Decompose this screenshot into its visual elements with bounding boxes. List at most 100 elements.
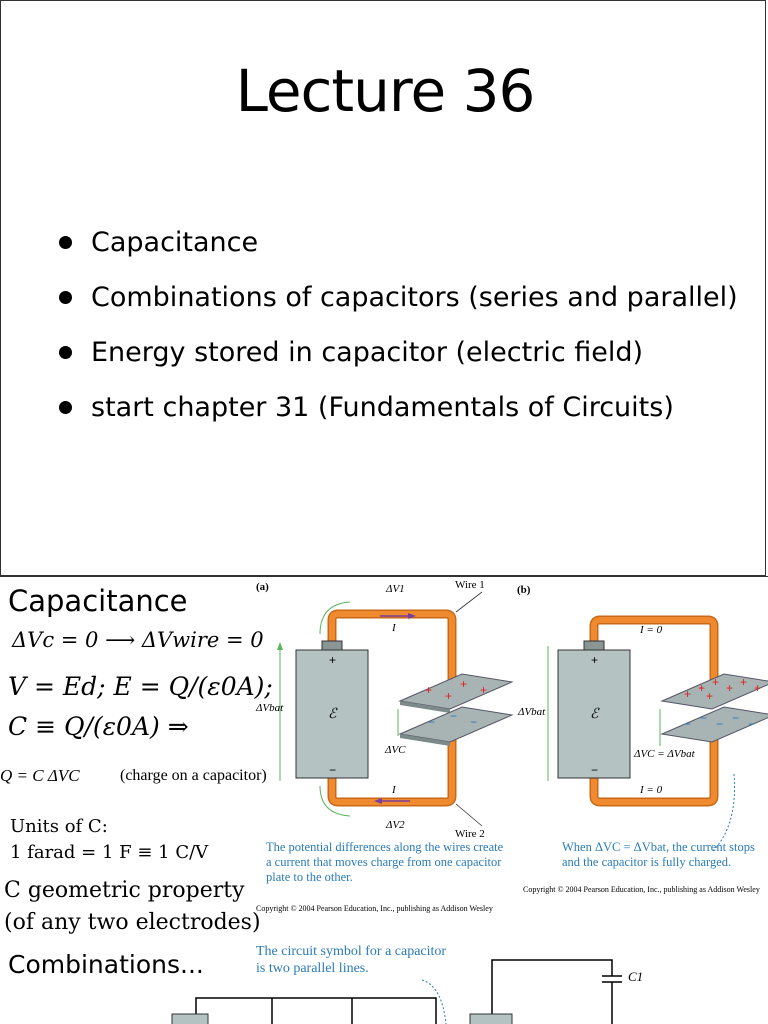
slide-divider bbox=[0, 576, 768, 577]
current-arrow-bottom-head bbox=[374, 798, 382, 804]
capacitor-c1-label: C1 bbox=[628, 969, 644, 984]
dv1-arc-left bbox=[319, 601, 351, 635]
svg-text:+: + bbox=[698, 681, 705, 695]
plate-bottom bbox=[660, 706, 768, 743]
battery-icon bbox=[469, 1013, 513, 1024]
dv2-arc-left bbox=[319, 785, 351, 817]
figure-a-wire2: Wire 2 bbox=[455, 828, 485, 840]
plate-bottom-edge bbox=[400, 734, 450, 746]
svg-text:−: − bbox=[428, 715, 435, 729]
figure-a-dv1: ΔV1 bbox=[386, 583, 405, 595]
plate-top bbox=[398, 673, 514, 710]
svg-text:−: − bbox=[470, 715, 477, 729]
equation-charge-note: (charge on a capacitor) bbox=[120, 767, 267, 784]
figure-a-dv2: ΔV2 bbox=[386, 819, 405, 831]
svg-text:−: − bbox=[716, 717, 723, 731]
units-label: Units of C: bbox=[10, 816, 108, 837]
bullet-text: Capacitance bbox=[91, 227, 259, 258]
svg-text:+: + bbox=[740, 675, 747, 689]
plate-bottom bbox=[398, 706, 514, 743]
slide-heading: Capacitance bbox=[8, 584, 188, 618]
circuit-symbol-caption: The circuit symbol for a capacitor is tw… bbox=[256, 944, 447, 976]
svg-text:−: − bbox=[450, 709, 457, 723]
current-arrow-top-head bbox=[408, 613, 416, 619]
figure-a-copyright: Copyright © 2004 Pearson Education, Inc.… bbox=[256, 904, 493, 913]
svg-text:−: − bbox=[684, 717, 691, 731]
units-value: 1 farad = 1 F ≡ 1 C/V bbox=[10, 842, 209, 863]
figure-a-emf: ℰ bbox=[328, 707, 337, 722]
svg-text:+: + bbox=[726, 681, 733, 695]
svg-text:+: + bbox=[706, 689, 713, 703]
figure-a-current-top: I bbox=[392, 622, 396, 634]
svg-text:+: + bbox=[425, 683, 432, 697]
figure-a-circuit: ++++ −−− + − bbox=[277, 591, 514, 827]
equation-zero-voltage: ΔVc = 0 ⟶ ΔVwire = 0 bbox=[12, 628, 264, 652]
bullet-item: Capacitance bbox=[57, 227, 738, 282]
equation-charge: Q = C ΔVC bbox=[0, 766, 80, 785]
bullet-text: Energy stored in capacitor (electric fie… bbox=[91, 337, 644, 368]
bullet-text: Combinations of capacitors (series and p… bbox=[91, 282, 738, 313]
battery-minus-icon: − bbox=[329, 763, 336, 777]
caption-pointer bbox=[421, 979, 447, 1024]
svg-text:+: + bbox=[684, 687, 691, 701]
svg-text:−: − bbox=[748, 717, 755, 731]
series-circuit-wire bbox=[491, 959, 613, 1024]
wire1-pointer bbox=[455, 591, 483, 613]
figure-a-dvbat: ΔVbat bbox=[256, 702, 284, 714]
svg-text:−: − bbox=[700, 711, 707, 725]
battery-icon bbox=[171, 1013, 209, 1024]
dvbat-arrow-head bbox=[277, 642, 283, 650]
plus-charges: ++++ bbox=[425, 677, 487, 703]
figure-b-current-bottom: I = 0 bbox=[640, 784, 663, 796]
minus-charges: −−−−− bbox=[684, 711, 755, 731]
svg-text:+: + bbox=[480, 683, 487, 697]
bullet-dot-icon bbox=[59, 236, 72, 249]
figure-a-label: (a) bbox=[256, 581, 269, 593]
figure-b-label: (b) bbox=[517, 584, 531, 596]
wire-bottom-inner bbox=[591, 728, 717, 805]
geometric-property-line1: C geometric property bbox=[4, 878, 245, 903]
plus-charges: +++++++ bbox=[684, 675, 761, 703]
figure-a-caption: The potential differences along the wire… bbox=[266, 840, 504, 884]
caption-pointer bbox=[711, 773, 735, 853]
bullet-item: Energy stored in capacitor (electric fie… bbox=[57, 337, 738, 392]
svg-text:+: + bbox=[460, 677, 467, 691]
figure-b-current-top: I = 0 bbox=[640, 624, 663, 636]
bullet-dot-icon bbox=[59, 346, 72, 359]
wire-top-inner bbox=[591, 617, 717, 688]
svg-text:+: + bbox=[712, 675, 719, 689]
figure-b-emf: ℰ bbox=[590, 707, 599, 722]
slide-lecture-title: Lecture 36 Capacitance Combinations of c… bbox=[0, 0, 766, 576]
figure-b-circuit: +++++++ −−−−− + − bbox=[547, 615, 768, 853]
combinations-heading: Combinations... bbox=[8, 950, 204, 979]
battery-minus-icon: − bbox=[591, 763, 598, 777]
figure-b-dvc-eq: ΔVC = ΔVbat bbox=[634, 748, 695, 760]
bullet-item: Combinations of capacitors (series and p… bbox=[57, 282, 738, 337]
bullet-dot-icon bbox=[59, 291, 72, 304]
battery-icon bbox=[295, 649, 369, 779]
figure-a-current-bottom: I bbox=[392, 784, 396, 796]
parallel-circuit-wire bbox=[195, 997, 437, 1024]
wire-bottom-inner bbox=[329, 728, 455, 805]
figure-a-dvc: ΔVC bbox=[385, 744, 406, 756]
figure-b-dvbat: ΔVbat bbox=[518, 706, 546, 718]
combination-circuits bbox=[171, 959, 622, 1024]
battery-icon bbox=[557, 649, 631, 779]
svg-text:+: + bbox=[754, 681, 761, 695]
battery-plus-icon: + bbox=[591, 653, 598, 667]
bullet-text: start chapter 31 (Fundamentals of Circui… bbox=[91, 392, 674, 423]
plate-top-edge bbox=[400, 701, 450, 713]
wire-top-inner bbox=[329, 611, 455, 688]
wire2-pointer bbox=[455, 803, 483, 827]
equation-capacitance: C ≡ Q/(ε0A) ⇒ bbox=[8, 712, 189, 741]
equation-field: V = Ed; E = Q/(ε0A); bbox=[8, 672, 273, 701]
figure-b-copyright: Copyright © 2004 Pearson Education, Inc.… bbox=[523, 885, 760, 894]
plate-top bbox=[660, 673, 768, 710]
geometric-property-line2: (of any two electrodes) bbox=[4, 910, 261, 935]
slide-title: Lecture 36 bbox=[235, 57, 536, 125]
bullet-dot-icon bbox=[59, 401, 72, 414]
figure-b-caption: When ΔVC = ΔVbat, the current stops and … bbox=[562, 840, 755, 869]
battery-plus-icon: + bbox=[329, 653, 336, 667]
figure-a-wire1: Wire 1 bbox=[455, 579, 485, 591]
slide-capacitance: Capacitance ΔVc = 0 ⟶ ΔVwire = 0 V = Ed;… bbox=[0, 576, 768, 1024]
